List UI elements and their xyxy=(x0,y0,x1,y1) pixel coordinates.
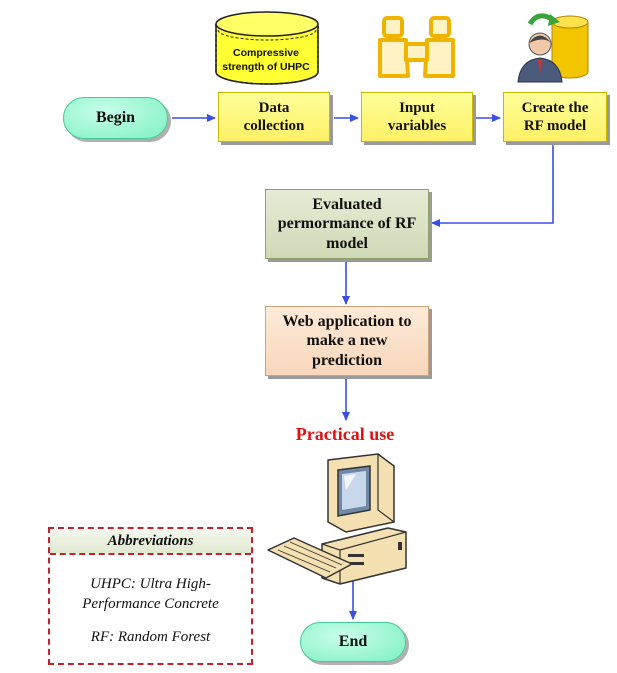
abbreviation-uhpc: UHPC: Ultra High-Performance Concrete xyxy=(82,576,219,612)
user-database-icon xyxy=(517,13,589,83)
practical-use-label: Practical use xyxy=(295,424,395,444)
end-node: End xyxy=(300,622,406,662)
abbreviation-rf: RF: Random Forest xyxy=(90,629,211,645)
abbreviations-box: Abbreviations UHPC: Ultra High-Performan… xyxy=(48,527,253,665)
arrow-rf-to-evaluated xyxy=(431,143,554,227)
abbreviations-title: Abbreviations xyxy=(50,529,251,555)
web-application-box: Web application to make a new prediction xyxy=(265,306,429,376)
binoculars-icon xyxy=(378,16,455,78)
database-icon xyxy=(215,11,319,85)
database-label: Compressive strength of UHPC xyxy=(222,47,310,73)
computer-icon xyxy=(267,453,407,585)
create-rf-model-box: Create the RF model xyxy=(503,92,607,142)
evaluated-performance-box: Evaluated permormance of RF model xyxy=(265,189,429,259)
input-variables-box: Input variables xyxy=(361,92,473,142)
data-collection-box: Data collection xyxy=(218,92,330,142)
begin-node: Begin xyxy=(63,97,168,139)
